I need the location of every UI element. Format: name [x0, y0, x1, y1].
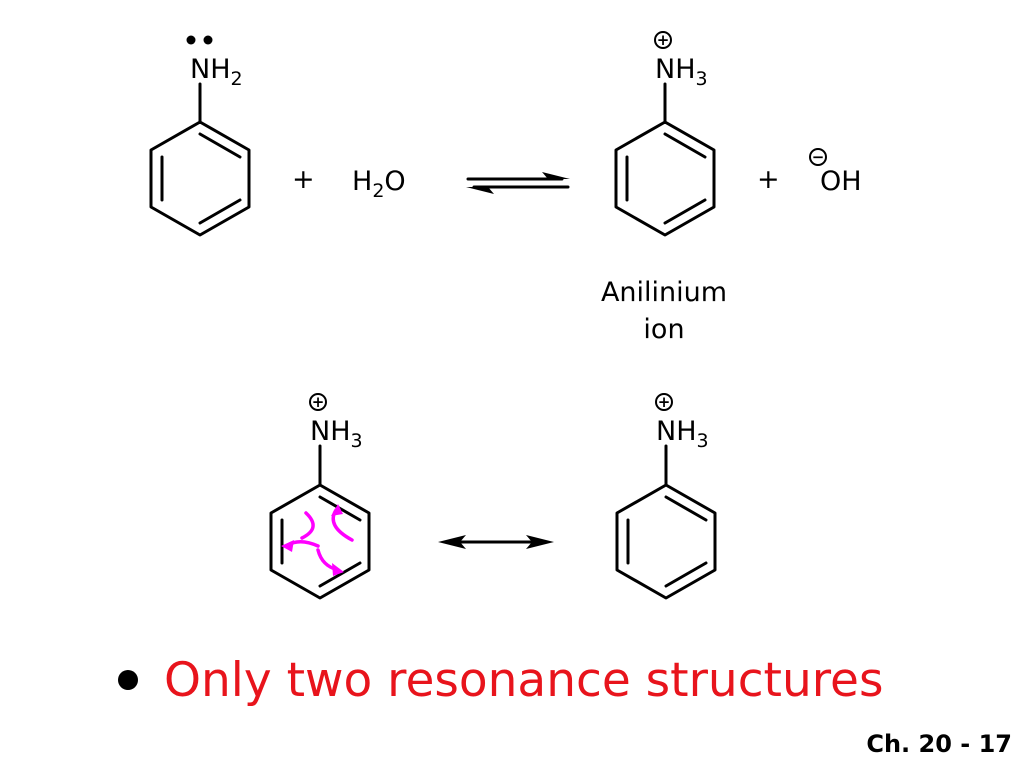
curved-electron-arrows — [281, 504, 354, 576]
bullet-dot — [118, 670, 138, 690]
curved-arrow-head — [331, 504, 343, 516]
benzene-ring — [269, 483, 371, 600]
negative-charge-circle — [809, 148, 827, 166]
resonance-arrow-head-right — [526, 535, 554, 549]
curved-arrow-head — [332, 563, 344, 576]
bullet-item: Only two resonance structures — [118, 650, 883, 710]
product-label-line2: ion — [643, 314, 684, 345]
plus-sign: + — [757, 164, 780, 195]
positive-charge-circle — [654, 31, 672, 49]
plus-sign: + — [292, 164, 315, 195]
double-bond-line — [663, 132, 707, 159]
bullet-text: Only two resonance structures — [164, 652, 884, 708]
resonance-arrow-head-left — [438, 535, 466, 549]
water-formula: H2O — [352, 166, 406, 202]
double-bond-line — [664, 495, 708, 522]
equilibrium-arrow — [466, 172, 570, 194]
curved-arrow-head — [281, 540, 294, 552]
benzene-ring — [149, 120, 251, 237]
slide-number: Ch. 20 - 17 — [866, 730, 1012, 758]
resonance-structure-2: + NH3 — [615, 393, 717, 600]
negative-charge-sign: − — [812, 148, 825, 166]
positive-charge-circle — [655, 393, 673, 411]
resonance-arrow — [438, 535, 554, 549]
ammonium-group: NH3 — [655, 54, 708, 90]
positive-charge-circle — [309, 393, 327, 411]
positive-charge-sign: + — [657, 31, 670, 49]
double-bond-line — [318, 561, 362, 588]
hydroxide-ion: − OH — [809, 148, 862, 197]
benzene-ring — [615, 483, 717, 600]
forward-arrow-head — [542, 172, 570, 179]
aniline-molecule: NH2 — [149, 35, 251, 237]
double-bond-line — [663, 198, 707, 225]
reverse-arrow-head — [466, 187, 494, 194]
aniline-amine-group: NH2 — [190, 54, 243, 90]
hydroxide-formula: OH — [820, 166, 862, 197]
ammonium-group: NH3 — [310, 416, 363, 452]
double-bond-line — [198, 132, 242, 159]
lone-pair-dot — [186, 35, 196, 45]
curved-arrow — [300, 511, 315, 540]
anilinium-ion-molecule: + NH3 — [614, 31, 716, 237]
double-bond-line — [198, 198, 242, 225]
lone-pair-dot — [203, 35, 213, 45]
benzene-ring — [614, 120, 716, 237]
positive-charge-sign: + — [312, 393, 325, 411]
positive-charge-sign: + — [658, 393, 671, 411]
double-bond-line — [664, 561, 708, 588]
ammonium-group: NH3 — [656, 416, 709, 452]
resonance-structure-1: + NH3 — [269, 393, 371, 600]
product-label-line1: Anilinium — [601, 277, 727, 308]
